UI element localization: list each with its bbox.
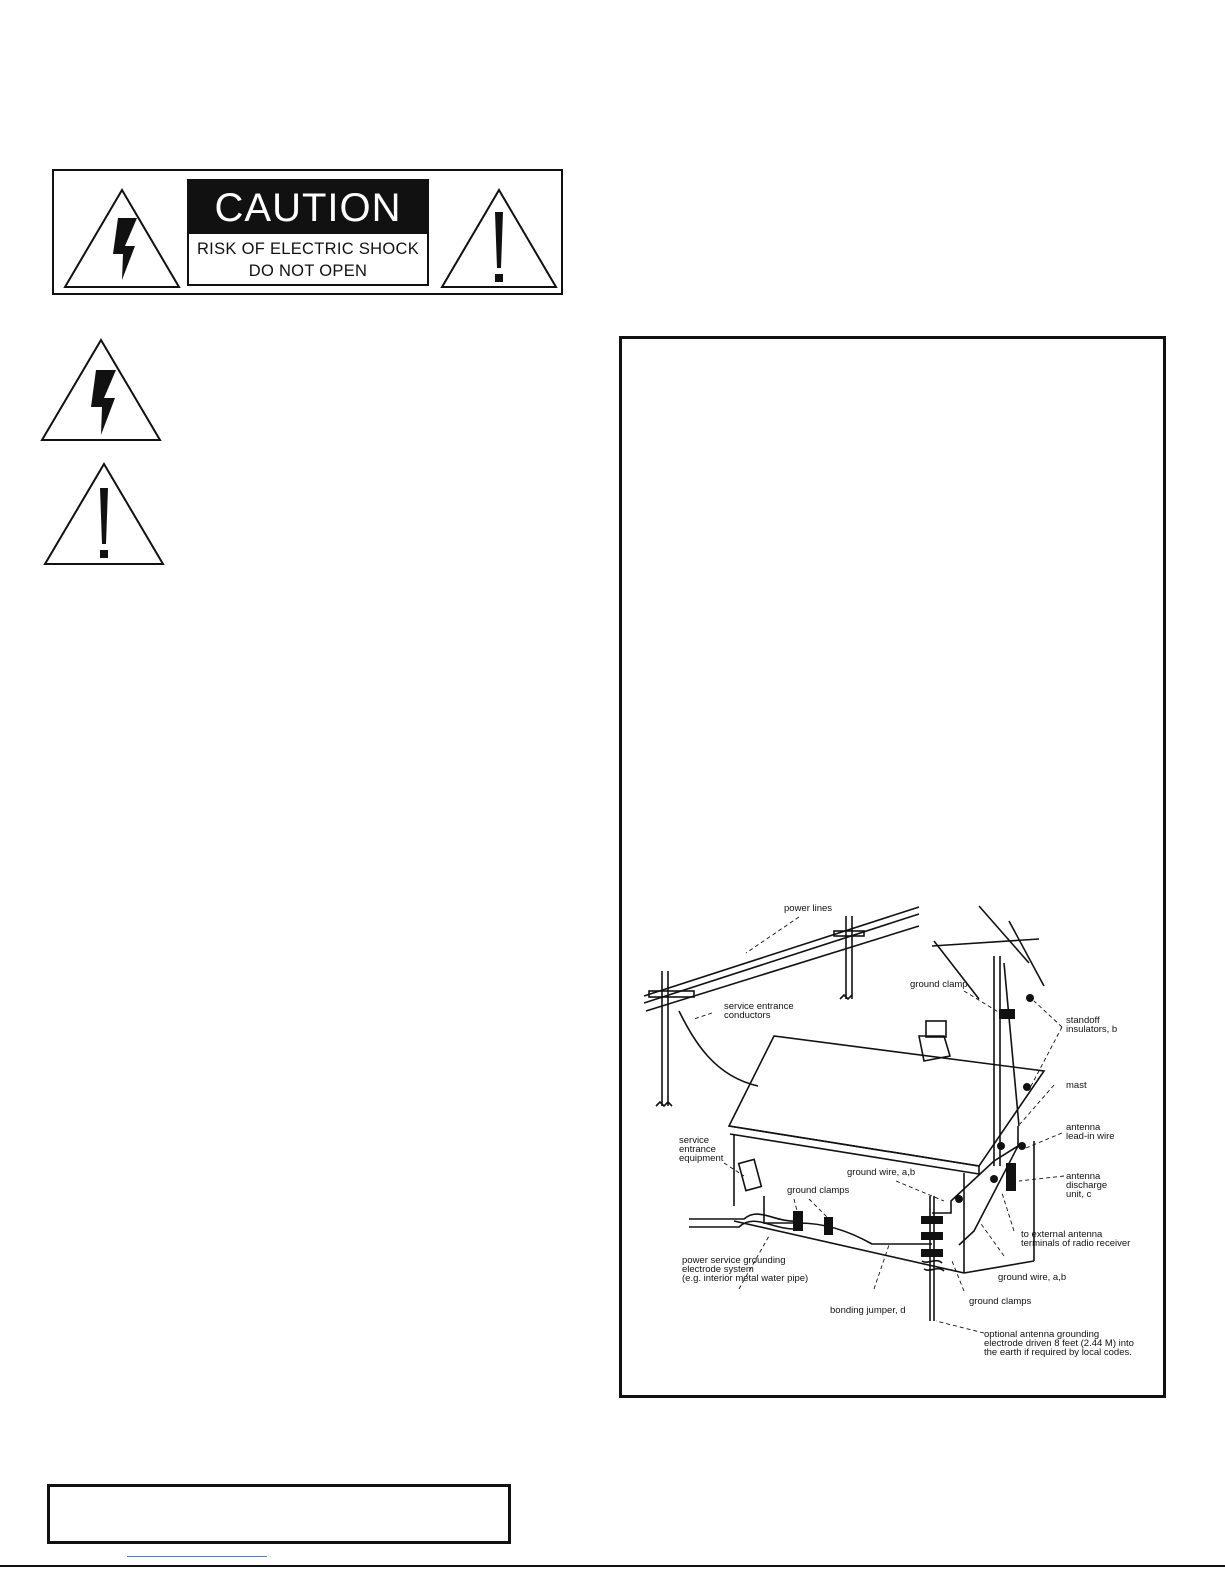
diagram-leader-lines [693,916,1065,1334]
label-bonding-jumper: bonding jumper, d [830,1305,906,1316]
diagram-clamps [793,994,1034,1257]
antenna-grounding-diagram: power lines service entrance conductors … [643,903,1134,1358]
label-service-conductors-1: service entrance [724,1001,794,1012]
caution-label-panel [52,169,563,295]
exclamation-warning-icon [440,188,558,288]
caution-risk-line: RISK OF ELECTRIC SHOCK [196,240,420,258]
label-electrode-3: (e.g. interior metal water pipe) [682,1273,808,1284]
label-mast: mast [1066,1080,1087,1091]
label-service-equipment-2: entrance [679,1144,716,1155]
caution-label-box: CAUTION RISK OF ELECTRIC SHOCK DO NOT OP… [187,179,429,286]
label-ground-clamp: ground clamp [910,979,968,990]
label-standoff-1: standoff [1066,1015,1100,1026]
label-ground-wire-bottom: ground wire, a,b [998,1272,1066,1283]
caution-do-not-open-line: DO NOT OPEN [248,262,368,280]
diagram-drawing [643,905,1046,1321]
antenna-grounding-diagram-frame: power lines service entrance conductors … [619,336,1166,1398]
label-optional-2: electrode driven 8 feet (2.44 M) into [984,1338,1134,1349]
label-ground-wire-top: ground wire, a,b [847,1167,915,1178]
caution-title: CAUTION [189,181,427,234]
exclamation-warning-icon [43,462,165,565]
label-discharge-3: unit, c [1066,1189,1092,1200]
label-service-equipment-1: service [679,1135,709,1146]
label-leadin-2: lead-in wire [1066,1131,1115,1142]
label-discharge-1: antenna [1066,1171,1101,1182]
label-standoff-2: insulators, b [1066,1024,1117,1035]
bottom-empty-box [47,1484,511,1544]
bottom-link-underline [127,1556,267,1557]
label-external-1: to external antenna [1021,1229,1103,1240]
label-optional-1: optional antenna grounding [984,1329,1099,1340]
label-service-conductors-2: conductors [724,1010,771,1021]
label-leadin-1: antenna [1066,1122,1101,1133]
label-power-lines: power lines [784,903,832,914]
diagram-labels: power lines service entrance conductors … [679,903,1134,1358]
label-optional-3: the earth if required by local codes. [984,1347,1132,1358]
lightning-warning-icon [40,338,162,441]
label-ground-clamps-right: ground clamps [969,1296,1032,1307]
lightning-warning-icon [63,188,181,288]
label-external-2: terminals of radio receiver [1021,1238,1130,1249]
label-electrode-2: electrode system [682,1264,754,1275]
label-discharge-2: discharge [1066,1180,1107,1191]
label-ground-clamps-left: ground clamps [787,1185,850,1196]
label-service-equipment-3: equipment [679,1153,724,1164]
bottom-rule [0,1565,1225,1567]
label-electrode-1: power service grounding [682,1255,786,1266]
